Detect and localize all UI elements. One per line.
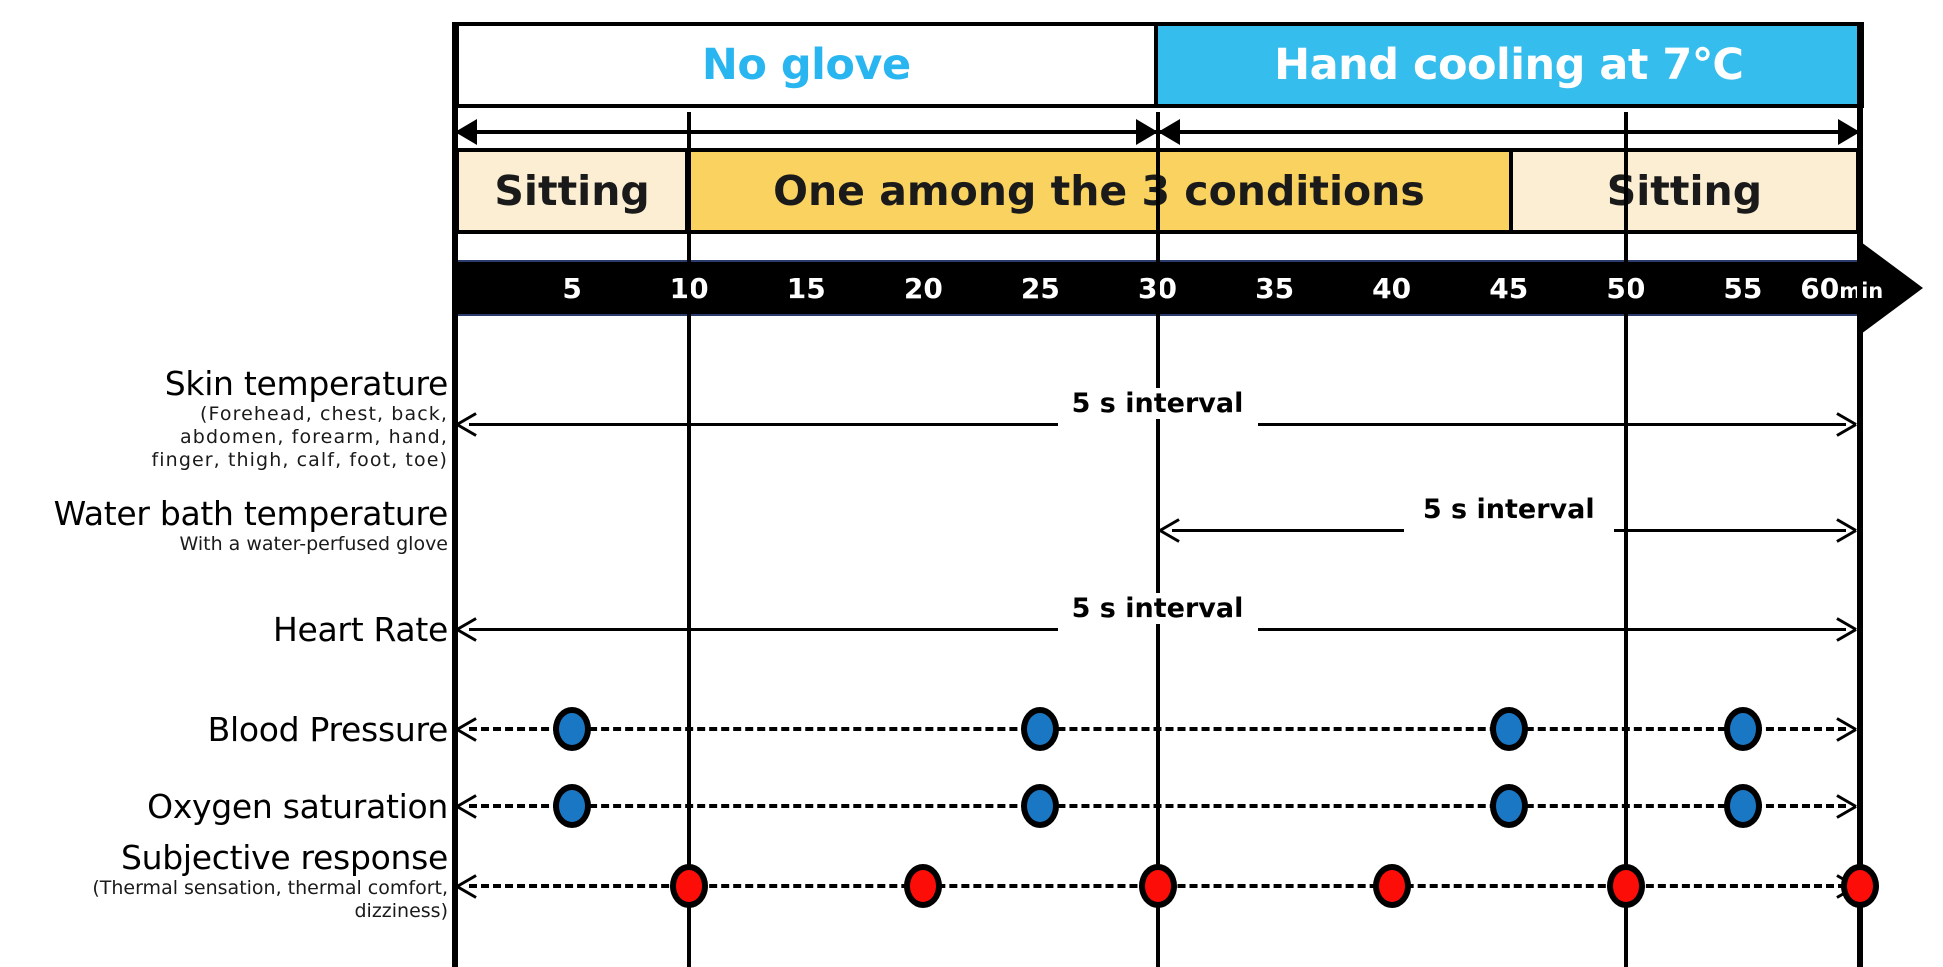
row-title-blood-pressure: Blood Pressure: [207, 709, 449, 749]
time-tick-value-15: 15: [786, 272, 826, 305]
measurement-arrowhead-right-blood-pressure: [1834, 716, 1858, 742]
time-tick-value-55: 55: [1723, 272, 1763, 305]
measurement-line-water-bath-temperature-a: [1171, 529, 1404, 532]
marker-oxygen-saturation-55min: [1723, 784, 1762, 828]
measurement-arrowhead-left-heart-rate: [456, 616, 481, 642]
vertical-guide-10min: [687, 112, 692, 967]
measurement-arrowhead-left-oxygen-saturation: [456, 793, 481, 819]
marker-oxygen-saturation-25min: [1021, 784, 1060, 828]
activity-box-sitting-post: Sitting: [1508, 148, 1860, 234]
time-tick-15: 15: [787, 272, 826, 305]
activity-box-sitting-pre: Sitting: [455, 148, 690, 234]
measurement-line-skin-temperature-b: [1257, 423, 1846, 426]
time-tick-value-45: 45: [1489, 272, 1529, 305]
marker-oxygen-saturation-45min: [1489, 784, 1528, 828]
row-subtitle-skin-temperature: (Forehead, chest, back,abdomen, forearm,…: [151, 403, 448, 472]
time-tick-value-5: 5: [562, 272, 582, 305]
marker-subjective-response-20min: [904, 864, 943, 908]
marker-subjective-response-10min: [670, 864, 709, 908]
time-tick-35: 35: [1255, 272, 1294, 305]
time-tick-20: 20: [904, 272, 943, 305]
row-title-skin-temperature: Skin temperature: [164, 364, 449, 403]
activity-box-conditions: One among the 3 conditions: [689, 148, 1509, 234]
measurement-arrowhead-right-water-bath-temperature: [1834, 517, 1858, 543]
row-label-oxygen-saturation: Oxygen saturation: [18, 790, 448, 823]
marker-subjective-response-50min: [1606, 864, 1645, 908]
measurement-arrowhead-right-skin-temperature: [1834, 411, 1858, 437]
time-tick-value-40: 40: [1372, 272, 1412, 305]
measurement-line-skin-temperature-a: [469, 423, 1058, 426]
span-arrow-hand-cooling-left-arrowhead: [1157, 119, 1180, 145]
marker-subjective-response-40min: [1372, 864, 1411, 908]
span-arrow-hand-cooling: [1157, 130, 1860, 134]
marker-subjective-response-30min: [1138, 864, 1177, 908]
marker-blood-pressure-45min: [1489, 707, 1528, 751]
measurement-arrowhead-right-heart-rate: [1834, 616, 1858, 642]
span-arrow-no-glove-left-arrowhead: [455, 119, 477, 145]
marker-blood-pressure-25min: [1021, 707, 1060, 751]
measurement-line-oxygen-saturation: [469, 804, 1846, 808]
row-label-heart-rate: Heart Rate: [18, 613, 448, 646]
marker-subjective-response-60min: [1841, 864, 1879, 908]
marker-oxygen-saturation-5min: [553, 784, 592, 828]
time-tick-value-35: 35: [1255, 272, 1295, 305]
phase-box-hand-cooling: Hand cooling at 7℃: [1157, 22, 1864, 108]
time-tick-value-20: 20: [903, 272, 943, 305]
time-tick-60: 60min: [1800, 272, 1883, 305]
measurement-arrowhead-left-subjective-response: [456, 873, 481, 899]
row-label-blood-pressure: Blood Pressure: [18, 709, 449, 749]
phase-label-hand-cooling: Hand cooling at 7℃: [1274, 40, 1744, 90]
time-tick-40: 40: [1372, 272, 1411, 305]
row-subtitle-subjective-response: (Thermal sensation, thermal comfort,dizz…: [92, 877, 448, 923]
vertical-guide-30min: [1155, 112, 1160, 967]
vertical-guide-right-frame: [1857, 22, 1863, 967]
vertical-guide-left-frame: [452, 22, 458, 967]
measurement-arrowhead-left-skin-temperature: [456, 411, 481, 437]
time-tick-value-25: 25: [1020, 272, 1060, 305]
measurement-arrowhead-left-water-bath-temperature: [1158, 517, 1184, 543]
marker-blood-pressure-55min: [1723, 707, 1762, 751]
measurement-arrowhead-left-blood-pressure: [456, 716, 481, 742]
marker-blood-pressure-5min: [553, 707, 592, 751]
time-tick-5: 5: [562, 272, 581, 305]
phase-label-no-glove: No glove: [701, 40, 911, 90]
row-title-water-bath-temperature: Water bath temperature: [53, 493, 449, 533]
activity-label-sitting-pre: Sitting: [494, 167, 650, 215]
row-title-oxygen-saturation: Oxygen saturation: [147, 786, 448, 826]
measurement-arrowhead-right-oxygen-saturation: [1834, 793, 1858, 819]
row-title-heart-rate: Heart Rate: [272, 609, 448, 649]
row-label-subjective-response: Subjective response(Thermal sensation, t…: [18, 841, 448, 923]
row-subtitle-water-bath-temperature: With a water-perfused glove: [179, 532, 448, 555]
measurement-line-water-bath-temperature-b: [1613, 529, 1846, 532]
time-tick-55: 55: [1723, 272, 1762, 305]
activity-label-sitting-post: Sitting: [1606, 167, 1763, 215]
time-tick-25: 25: [1021, 272, 1060, 305]
interval-label-skin-temperature: 5 s interval: [1062, 388, 1253, 419]
time-tick-45: 45: [1489, 272, 1528, 305]
time-axis-end-arrow-icon: [1861, 242, 1923, 334]
activity-label-conditions: One among the 3 conditions: [773, 167, 1425, 215]
interval-label-water-bath-temperature: 5 s interval: [1413, 494, 1604, 525]
row-title-subjective-response: Subjective response: [120, 838, 448, 877]
span-arrow-no-glove: [455, 130, 1158, 134]
measurement-line-heart-rate-a: [469, 628, 1058, 631]
vertical-guide-50min: [1623, 112, 1628, 967]
phase-box-no-glove: No glove: [455, 22, 1158, 108]
time-tick-value-60: 60: [1800, 272, 1840, 305]
span-arrow-hand-cooling-right-arrowhead: [1838, 119, 1860, 145]
measurement-line-heart-rate-b: [1257, 628, 1846, 631]
measurement-line-blood-pressure: [469, 727, 1846, 731]
row-label-skin-temperature: Skin temperature(Forehead, chest, back,a…: [18, 364, 449, 473]
interval-label-heart-rate: 5 s interval: [1062, 593, 1253, 624]
span-arrow-no-glove-right-arrowhead: [1135, 119, 1158, 145]
